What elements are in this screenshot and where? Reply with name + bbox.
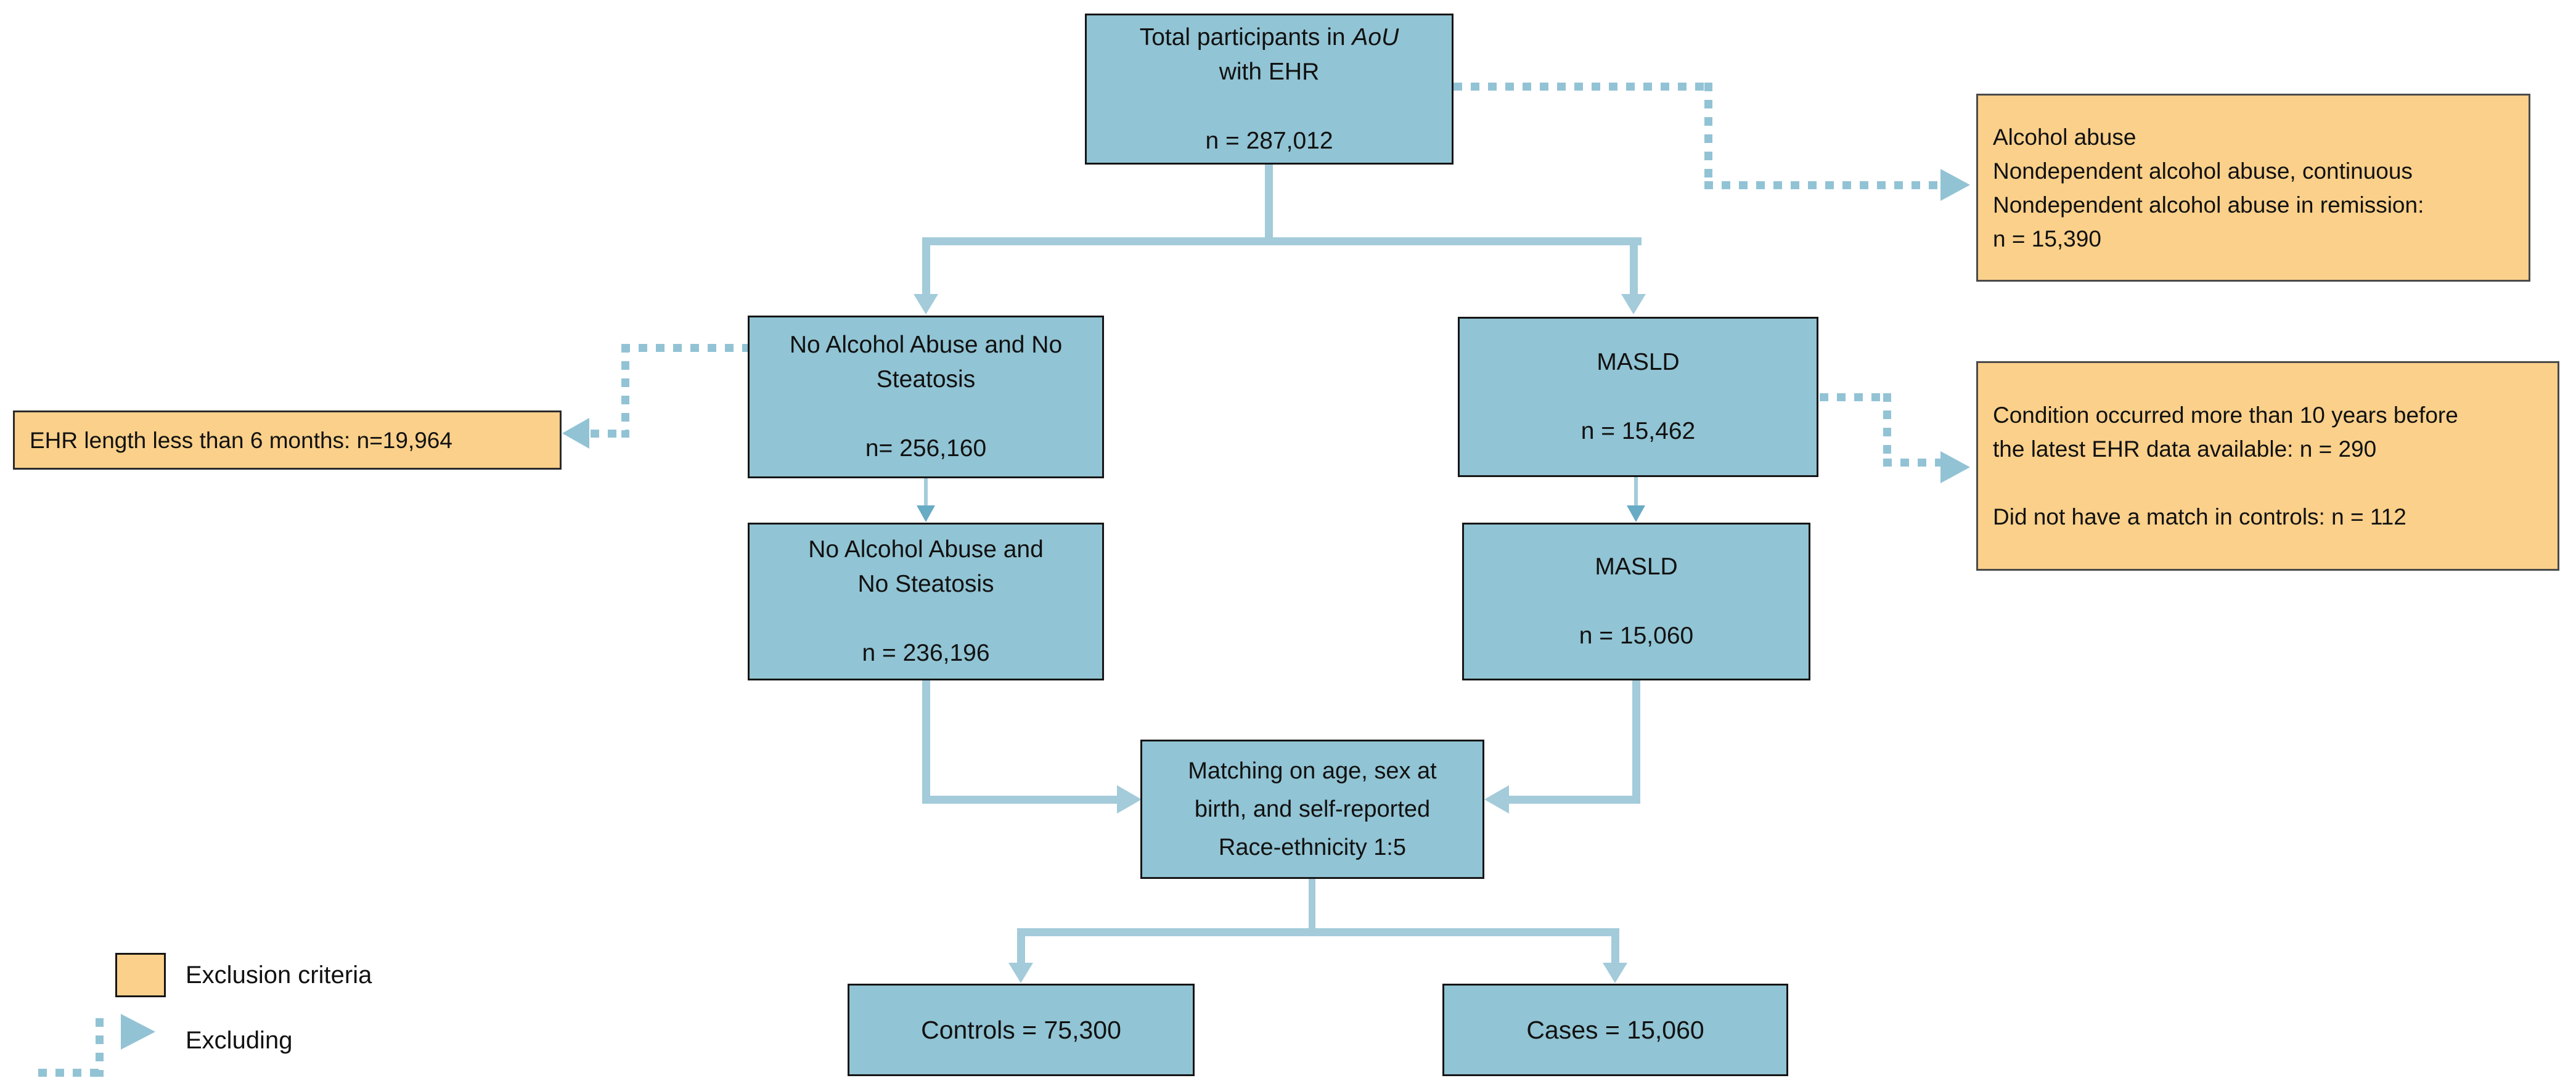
exclusion-alcohol-count: n = 15,390	[1993, 226, 2101, 251]
node-matching: Matching on age, sex at birth, and self-…	[1140, 740, 1484, 879]
connector-no-alcohol-step	[924, 478, 928, 510]
dashed-total-to-alcohol-v	[1704, 83, 1712, 187]
connector-controls-to-matching-horizontal	[922, 796, 1118, 804]
arrowhead-into-no-alcohol-2	[917, 505, 935, 522]
legend-excluding-label: Excluding	[186, 1027, 293, 1054]
node-cases-label: Cases = 15,060	[1526, 1016, 1704, 1044]
connector-branch1-left-vertical	[922, 237, 930, 296]
dashed-masld-to-exclusion-v	[1883, 393, 1891, 466]
node-no-alcohol-2-count: n = 236,196	[862, 640, 990, 666]
node-masld-2-label: MASLD	[1595, 553, 1678, 580]
connector-cases-to-matching-vertical	[1632, 680, 1640, 804]
node-no-alcohol-1: No Alcohol Abuse and No Steatosis n= 256…	[748, 316, 1104, 478]
legend-exclusion-swatch	[115, 953, 166, 997]
node-cases: Cases = 15,060	[1442, 984, 1788, 1076]
node-controls-label: Controls = 75,300	[921, 1016, 1121, 1044]
node-total-line1: Total participants in AoU	[1140, 20, 1399, 55]
connector-masld-step	[1634, 477, 1638, 510]
node-no-alcohol-2-line1: No Alcohol Abuse and	[808, 536, 1044, 563]
dashed-to-ehr-exclusion-h1	[621, 344, 748, 352]
node-masld-2-count: n = 15,060	[1579, 623, 1694, 649]
arrowhead-into-masld-exclusion	[1940, 451, 1970, 483]
arrowhead-into-no-alcohol-1	[914, 294, 938, 314]
node-masld-1-count: n = 15,462	[1580, 418, 1696, 444]
dashed-masld-to-exclusion-h2	[1883, 459, 1942, 467]
connector-branch1-right-vertical	[1630, 237, 1638, 296]
dashed-total-to-alcohol-h1	[1454, 83, 1712, 91]
node-total-participants: Total participants in AoU with EHR n = 2…	[1085, 14, 1454, 165]
connector-total-down	[1265, 165, 1273, 242]
arrowhead-into-controls	[1008, 963, 1033, 983]
arrowhead-into-matching-left	[1117, 785, 1142, 814]
node-total-line2: with EHR	[1219, 58, 1320, 85]
exclusion-alcohol-box: Alcohol abuse Nondependent alcohol abuse…	[1976, 94, 2530, 282]
node-no-alcohol-1-line1: No Alcohol Abuse and No	[789, 332, 1063, 358]
connector-controls-to-matching-vertical	[922, 680, 930, 804]
exclusion-masld-box: Condition occurred more than 10 years be…	[1976, 361, 2559, 571]
node-masld-1-label: MASLD	[1597, 349, 1680, 375]
node-matching-line2: birth, and self-reported	[1194, 796, 1431, 822]
node-matching-line3: Race-ethnicity 1:5	[1218, 835, 1407, 860]
node-total-count: n = 287,012	[1205, 127, 1333, 154]
legend-excluding-arrowhead-icon	[121, 1014, 155, 1050]
exclusion-masld-para1: Condition occurred more than 10 years be…	[1993, 402, 2458, 462]
node-masld-2: MASLD n = 15,060	[1462, 523, 1810, 680]
node-no-alcohol-1-count: n= 256,160	[865, 435, 987, 462]
arrowhead-into-masld-1	[1621, 294, 1646, 314]
exclusion-alcohol-line2: Nondependent alcohol abuse, continuous	[1993, 158, 2413, 184]
arrowhead-into-masld-2	[1627, 505, 1645, 522]
dashed-masld-to-exclusion-h1	[1820, 393, 1889, 401]
arrowhead-into-alcohol-exclusion	[1940, 169, 1970, 201]
connector-cases-to-matching-horizontal	[1508, 796, 1640, 804]
node-no-alcohol-2: No Alcohol Abuse and No Steatosis n = 23…	[748, 523, 1104, 680]
exclusion-ehr-length-box: EHR length less than 6 months: n=19,964	[13, 410, 562, 470]
connector-branch2-right-vertical	[1611, 928, 1619, 965]
dashed-to-ehr-exclusion-h2	[591, 430, 629, 438]
arrowhead-into-ehr-exclusion	[562, 418, 589, 449]
connector-branch1-horizontal	[922, 237, 1642, 245]
connector-branch2-horizontal	[1017, 928, 1619, 936]
node-no-alcohol-1-line2: Steatosis	[876, 366, 976, 393]
connector-matching-down	[1309, 879, 1315, 933]
exclusion-ehr-length-label: EHR length less than 6 months: n=19,964	[30, 427, 452, 453]
legend-exclusion-label: Exclusion criteria	[186, 961, 372, 989]
connector-branch2-left-vertical	[1017, 928, 1025, 965]
dashed-total-to-alcohol-h2	[1704, 181, 1942, 189]
exclusion-masld-para2: Did not have a match in controls: n = 11…	[1993, 504, 2406, 529]
legend-dashed-vertical	[96, 1018, 104, 1077]
arrowhead-into-cases	[1603, 963, 1627, 983]
arrowhead-into-matching-right	[1484, 785, 1509, 814]
legend-dashed-horizontal	[38, 1069, 100, 1077]
dashed-to-ehr-exclusion-v	[621, 344, 629, 438]
node-masld-1: MASLD n = 15,462	[1458, 317, 1818, 477]
exclusion-alcohol-line3: Nondependent alcohol abuse in remission:	[1993, 192, 2424, 218]
node-controls: Controls = 75,300	[848, 984, 1195, 1076]
exclusion-alcohol-line1: Alcohol abuse	[1993, 124, 2136, 150]
node-total-line1-text: Total participants in	[1139, 23, 1352, 51]
node-matching-line1: Matching on age, sex at	[1188, 758, 1437, 784]
node-total-aou-italic: AoU	[1352, 23, 1399, 51]
node-no-alcohol-2-line2: No Steatosis	[857, 571, 994, 597]
